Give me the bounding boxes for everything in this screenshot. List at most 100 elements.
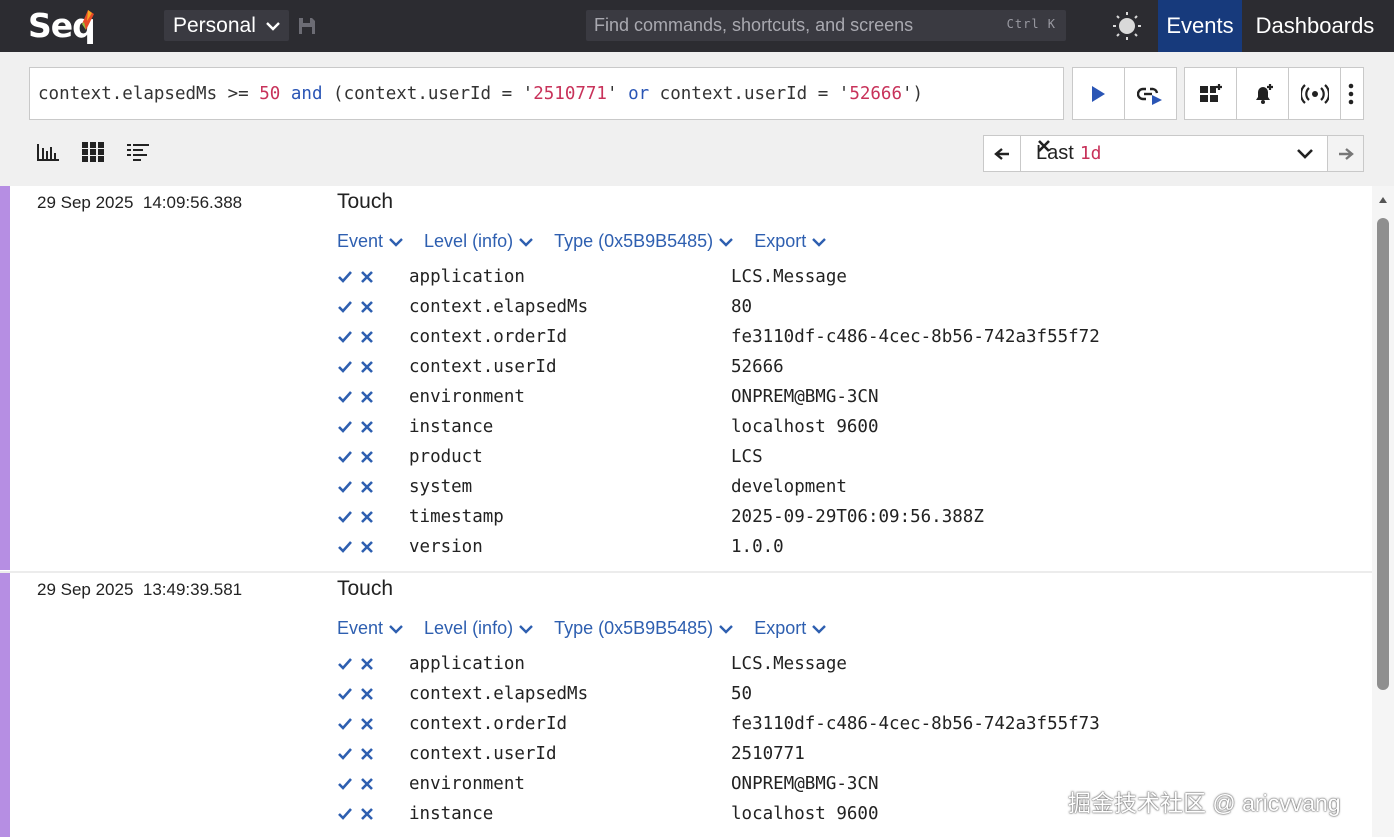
menu-label: Export <box>754 231 807 251</box>
export-menu[interactable]: Export <box>754 618 827 639</box>
chevron-down-icon <box>389 237 403 247</box>
export-menu[interactable]: Export <box>754 231 827 252</box>
arrow-left-icon <box>994 147 1009 160</box>
add-signal-button[interactable] <box>1289 68 1341 119</box>
check-icon[interactable] <box>337 746 353 762</box>
event-message[interactable]: Touch <box>337 190 394 213</box>
nav-tab-events[interactable]: Events <box>1158 0 1242 52</box>
query-token: and <box>280 83 334 104</box>
grid-view-icon[interactable] <box>80 140 106 164</box>
level-indicator <box>0 573 10 837</box>
menu-label: Level (info) <box>424 618 514 638</box>
close-icon[interactable] <box>360 330 374 344</box>
check-icon[interactable] <box>337 269 353 285</box>
time-range-previous-button[interactable] <box>984 136 1021 171</box>
check-icon[interactable] <box>337 419 353 435</box>
scrollbar-thumb[interactable] <box>1377 218 1389 690</box>
clear-query-icon[interactable] <box>1031 133 1057 159</box>
close-icon[interactable] <box>360 420 374 434</box>
time-range-next-button[interactable] <box>1327 136 1363 171</box>
close-icon[interactable] <box>360 777 374 791</box>
broadcast-icon <box>1300 83 1329 104</box>
property-value: localhost 9600 <box>731 804 879 824</box>
add-to-dashboard-button[interactable] <box>1185 68 1237 119</box>
event-separator <box>0 571 1372 573</box>
close-icon[interactable] <box>360 360 374 374</box>
property-name: context.elapsedMs <box>409 297 589 317</box>
query-input[interactable]: context.elapsedMs >= 50 and (context.use… <box>29 67 1064 120</box>
event-menu[interactable]: Event <box>337 618 404 639</box>
check-icon[interactable] <box>337 509 353 525</box>
close-icon[interactable] <box>360 270 374 284</box>
check-icon[interactable] <box>337 299 353 315</box>
check-icon[interactable] <box>337 389 353 405</box>
check-icon[interactable] <box>337 539 353 555</box>
query-token: context.elapsedMs >= <box>38 83 260 104</box>
close-icon[interactable] <box>360 300 374 314</box>
run-query-button[interactable] <box>1073 68 1125 119</box>
command-search[interactable]: Ctrl K <box>586 10 1066 41</box>
property-name: version <box>409 537 483 557</box>
event-menu[interactable]: Event <box>337 231 404 252</box>
level-menu[interactable]: Level (info) <box>424 618 534 639</box>
close-icon[interactable] <box>360 807 374 821</box>
check-icon[interactable] <box>337 449 353 465</box>
command-search-input[interactable] <box>594 15 984 36</box>
check-icon[interactable] <box>337 776 353 792</box>
close-icon[interactable] <box>360 510 374 524</box>
save-icon[interactable] <box>296 15 318 37</box>
signal-actions <box>1184 67 1364 120</box>
chevron-down-icon <box>519 237 533 247</box>
close-icon[interactable] <box>360 717 374 731</box>
scroll-up-icon[interactable] <box>1378 196 1388 204</box>
property-name: context.userId <box>409 744 557 764</box>
nav-tab-dashboards[interactable]: Dashboards <box>1255 13 1375 38</box>
property-name: application <box>409 654 525 674</box>
check-icon[interactable] <box>337 686 353 702</box>
level-menu[interactable]: Level (info) <box>424 231 534 252</box>
close-icon[interactable] <box>360 540 374 554</box>
menu-label: Event <box>337 618 384 638</box>
add-alert-button[interactable] <box>1237 68 1289 119</box>
check-icon[interactable] <box>337 656 353 672</box>
top-bar: Seq Personal Ctrl K Events Dashboards <box>0 0 1394 52</box>
event-menus: Event Level (info) Type (0x5B9B5485) Export <box>337 618 847 639</box>
more-menu-button[interactable] <box>1341 68 1361 119</box>
event-message[interactable]: Touch <box>337 577 394 600</box>
check-icon[interactable] <box>337 359 353 375</box>
type-menu[interactable]: Type (0x5B9B5485) <box>554 231 734 252</box>
query-token: context.userId = ' <box>649 83 850 104</box>
property-name: environment <box>409 387 525 407</box>
check-icon[interactable] <box>337 806 353 822</box>
time-range-selector[interactable]: Last 1d <box>1021 136 1327 171</box>
check-icon[interactable] <box>337 329 353 345</box>
close-icon[interactable] <box>360 657 374 671</box>
search-shortcut: Ctrl K <box>1006 17 1056 31</box>
close-icon[interactable] <box>360 450 374 464</box>
link-play-icon <box>1137 87 1163 105</box>
check-icon[interactable] <box>337 716 353 732</box>
property-name: environment <box>409 774 525 794</box>
property-value: 2510771 <box>731 744 805 764</box>
workspace-selector[interactable]: Personal <box>164 10 289 41</box>
scrollbar[interactable] <box>1372 186 1394 837</box>
tail-button[interactable] <box>1125 68 1177 119</box>
histogram-view-icon[interactable] <box>36 140 62 164</box>
close-icon[interactable] <box>360 687 374 701</box>
type-menu[interactable]: Type (0x5B9B5485) <box>554 618 734 639</box>
close-icon[interactable] <box>360 747 374 761</box>
list-view-icon[interactable] <box>125 140 151 164</box>
check-icon[interactable] <box>337 479 353 495</box>
theme-toggle-icon[interactable] <box>1112 11 1142 41</box>
close-icon[interactable] <box>360 480 374 494</box>
close-icon[interactable] <box>360 390 374 404</box>
